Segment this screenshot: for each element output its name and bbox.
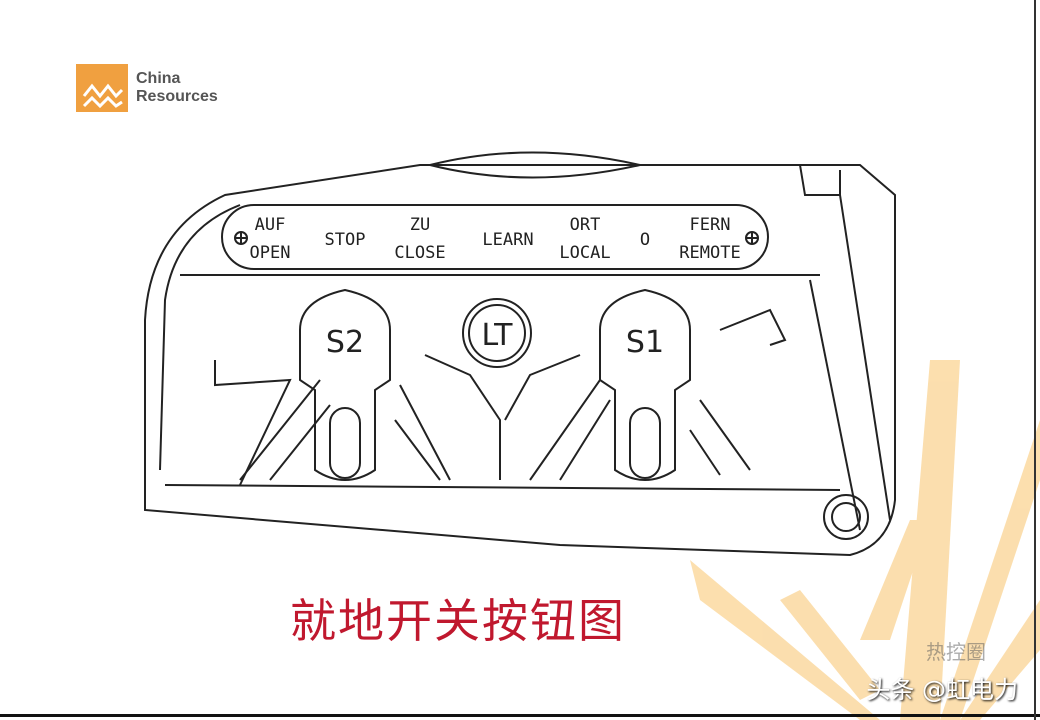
label-bar <box>221 204 769 270</box>
label-auf: AUF <box>255 215 286 235</box>
screw-icon <box>823 494 869 540</box>
label-ort: ORT <box>570 215 601 235</box>
logo-line2: Resources <box>136 88 218 105</box>
label-o: O <box>640 230 650 250</box>
lt-button <box>462 298 532 368</box>
label-local: LOCAL <box>559 243 610 263</box>
watermark: 头条 @虹电力 <box>866 676 1018 704</box>
logo-mark-icon <box>76 64 128 112</box>
label-learn: LEARN <box>482 230 533 250</box>
label-remote: REMOTE <box>679 243 740 263</box>
frame-right <box>1034 0 1036 720</box>
frame-bottom <box>0 714 1040 717</box>
s1-label: S1 <box>626 325 664 360</box>
watermark-faint: 热控圈 <box>926 640 986 664</box>
s1-knob <box>599 288 691 481</box>
panel-labels: AUF OPEN STOP ZU CLOSE LEARN ORT LOCAL O… <box>250 215 741 360</box>
actuator-housing <box>144 151 896 557</box>
label-fern: FERN <box>690 215 731 235</box>
logo-line1: China <box>136 70 181 87</box>
s2-knob <box>299 288 391 481</box>
label-open: OPEN <box>250 243 291 263</box>
label-stop: STOP <box>325 230 366 250</box>
china-resources-logo: China Resources <box>76 64 218 112</box>
s2-label: S2 <box>326 325 364 360</box>
label-close: CLOSE <box>394 243 445 263</box>
caption: 就地开关按钮图 <box>290 594 626 648</box>
lt-label: LT <box>482 318 514 353</box>
label-zu: ZU <box>410 215 430 235</box>
